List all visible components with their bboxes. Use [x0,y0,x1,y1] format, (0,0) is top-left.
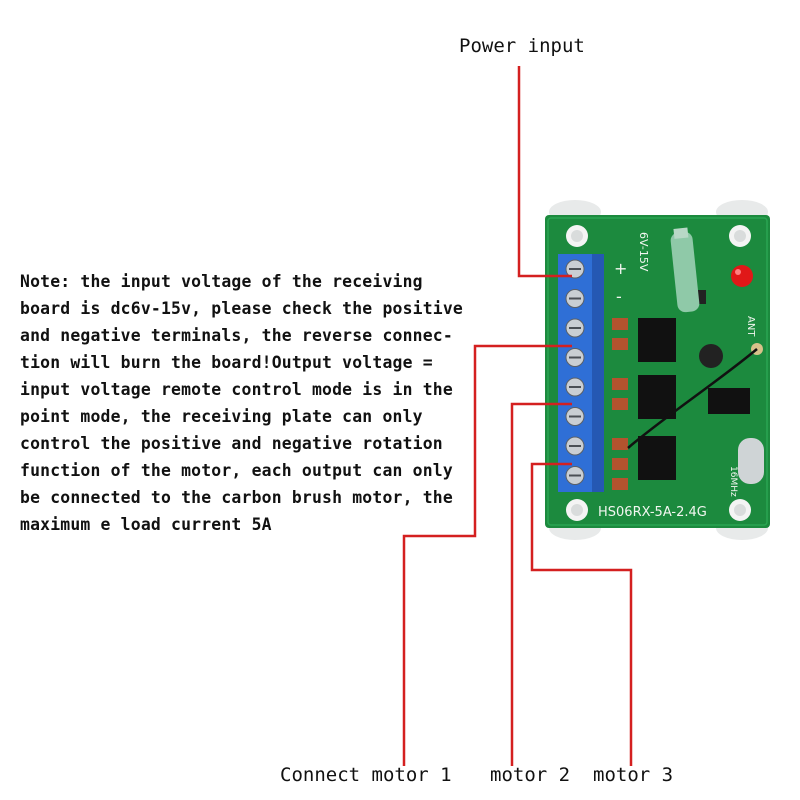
board-crystal-label: 16MHz [728,466,738,497]
motor-3-leader-line [530,462,633,766]
driver-chips [638,290,750,480]
crystal [738,438,764,484]
small-capacitor [699,344,723,368]
leader-lines [402,66,633,766]
board-ant-label: ANT [745,316,756,337]
motor-2-label: motor 2 [490,764,571,786]
power-leader-line [517,66,572,278]
power-input-label: Power input [459,35,585,57]
board-minus-label: - [616,287,622,306]
motor-1-leader-line [402,344,572,766]
board-model: HS06RX-5A-2.4G [598,505,707,520]
motor-2-leader-line [510,402,572,766]
board-plus-label: + [614,259,627,278]
board-voltage-range: 6V-15V [637,232,650,272]
terminal-block [558,254,604,492]
connect-motor-1-label: Connect motor 1 [280,764,452,786]
led [731,265,753,287]
pads [612,318,628,490]
mounting-holes [566,225,751,521]
antenna-wire [627,348,758,449]
motor-3-label: motor 3 [593,764,674,786]
capacitor [670,227,700,313]
note-text: Note: the input voltage of the receiving… [20,272,463,534]
